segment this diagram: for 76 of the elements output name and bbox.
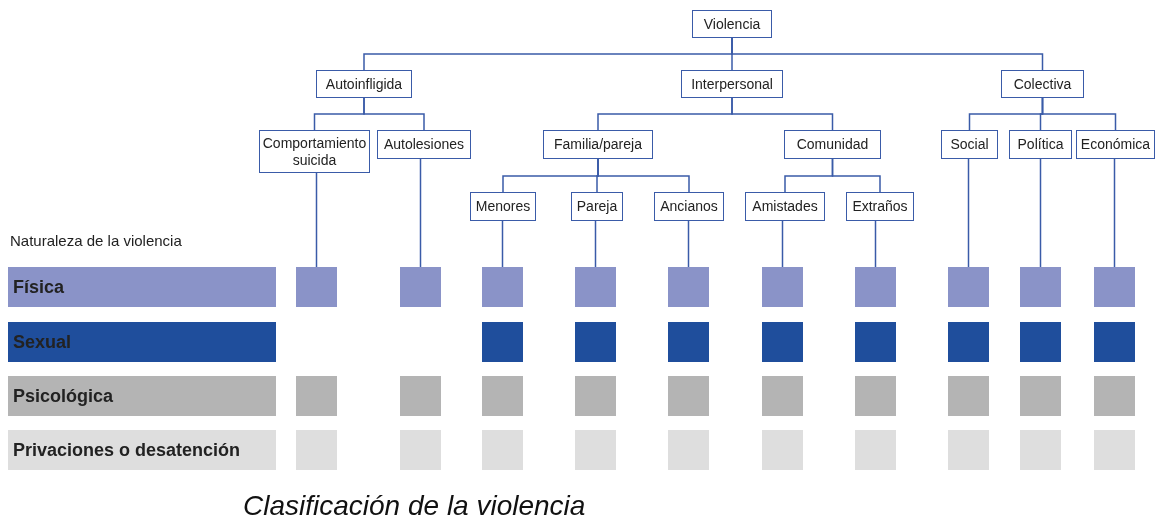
connector-line [731, 37, 1044, 71]
indicator-square [575, 267, 616, 307]
connector-line [874, 220, 877, 268]
connector-line [594, 220, 597, 268]
category-box: Comportamiento suicida [259, 130, 370, 173]
indicator-square [668, 430, 709, 470]
indicator-square [400, 267, 441, 307]
category-box: Ancianos [654, 192, 724, 221]
indicator-square [1094, 430, 1135, 470]
indicator-square [668, 322, 709, 362]
indicator-square [948, 430, 989, 470]
connector-line [419, 158, 422, 268]
connector-line [363, 97, 425, 131]
category-box: Social [941, 130, 998, 159]
connector-line [781, 220, 784, 268]
indicator-square [1020, 322, 1061, 362]
category-box: Económica [1076, 130, 1155, 159]
category-box: Comunidad [784, 130, 881, 159]
category-box: Autolesiones [377, 130, 471, 159]
connector-line [315, 172, 318, 268]
connector-line [1041, 97, 1117, 131]
category-box: Amistades [745, 192, 825, 221]
indicator-square [762, 322, 803, 362]
category-box: Colectiva [1001, 70, 1084, 98]
category-box: Autoinfligida [316, 70, 412, 98]
indicator-square [762, 267, 803, 307]
indicator-square [668, 376, 709, 416]
connector-line [687, 220, 690, 268]
connector-line [967, 158, 970, 268]
category-box: Pareja [571, 192, 623, 221]
indicator-square [948, 322, 989, 362]
indicator-square [482, 267, 523, 307]
connector-line [1039, 158, 1042, 268]
indicator-square [482, 376, 523, 416]
category-bar: Privaciones o desatención [8, 430, 276, 470]
indicator-square [1094, 322, 1135, 362]
indicator-square [400, 376, 441, 416]
connector-line [1113, 158, 1116, 268]
connector-line [731, 97, 834, 131]
indicator-square [855, 322, 896, 362]
indicator-square [1094, 267, 1135, 307]
indicator-square [296, 267, 337, 307]
connector-line [501, 220, 504, 268]
indicator-square [1020, 376, 1061, 416]
caption: Clasificación de la violencia [243, 490, 586, 522]
indicator-square [575, 430, 616, 470]
indicator-square [855, 376, 896, 416]
indicator-square [1020, 430, 1061, 470]
indicator-square [855, 430, 896, 470]
category-box: Violencia [692, 10, 772, 38]
category-bar: Psicológica [8, 376, 276, 416]
category-box: Política [1009, 130, 1072, 159]
connector-line [831, 158, 881, 193]
category-box: Menores [470, 192, 536, 221]
category-box: Extraños [846, 192, 914, 221]
indicator-square [948, 267, 989, 307]
indicator-square [948, 376, 989, 416]
indicator-square [1094, 376, 1135, 416]
indicator-square [1020, 267, 1061, 307]
indicator-square [575, 376, 616, 416]
axis-heading: Naturaleza de la violencia [10, 232, 182, 249]
indicator-square [296, 430, 337, 470]
indicator-square [668, 267, 709, 307]
connector-line [597, 158, 690, 193]
indicator-square [575, 322, 616, 362]
indicator-square [482, 322, 523, 362]
category-box: Interpersonal [681, 70, 783, 98]
category-bar: Física [8, 267, 276, 307]
indicator-square [400, 430, 441, 470]
indicator-square [482, 430, 523, 470]
indicator-square [855, 267, 896, 307]
indicator-square [762, 430, 803, 470]
indicator-square [296, 376, 337, 416]
category-box: Familia/pareja [543, 130, 653, 159]
indicator-square [762, 376, 803, 416]
category-bar: Sexual [8, 322, 276, 362]
